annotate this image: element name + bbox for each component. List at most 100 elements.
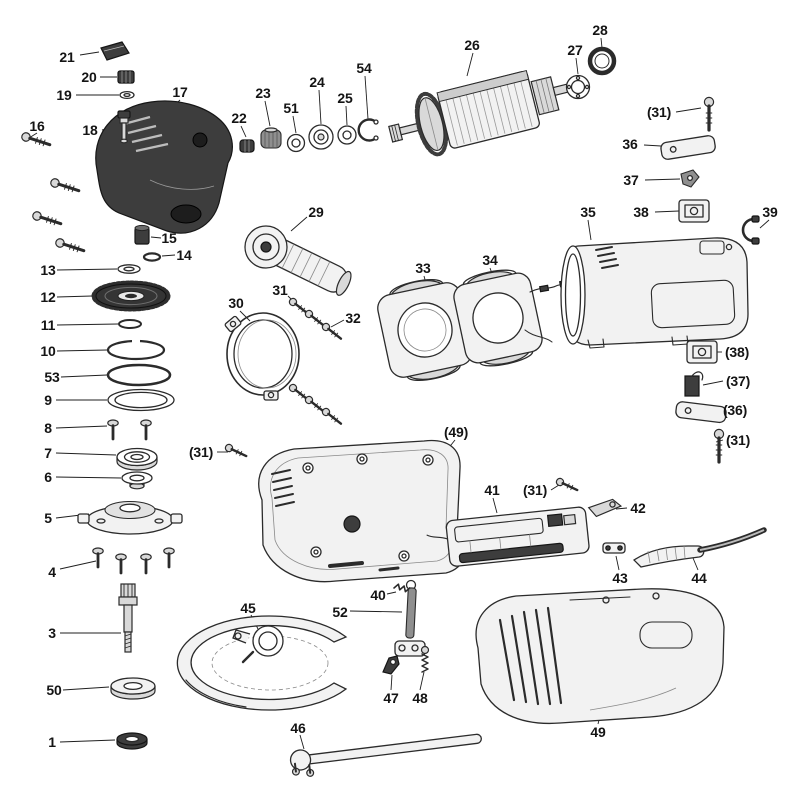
part-14-o-ring	[142, 252, 162, 262]
part-16-screws	[19, 130, 87, 257]
part-label-10: 10	[40, 343, 56, 359]
part-38b-brush-holder	[686, 340, 718, 364]
part-label-38-paren: (38)	[724, 344, 750, 360]
part-label-31-paren-bottom-right: (31)	[725, 432, 751, 448]
part-35-motor-housing	[560, 237, 749, 349]
part-label-37: 37	[623, 172, 639, 188]
part-18-spindle-lock	[117, 110, 131, 144]
part-53-o-ring	[106, 363, 172, 387]
part-26-armature	[388, 69, 581, 157]
part-label-19: 19	[56, 87, 72, 103]
part-label-35: 35	[580, 204, 596, 220]
part-label-31-paren-top-right: (31)	[646, 104, 672, 120]
part-41-switch	[426, 506, 590, 567]
part-24-bearing	[308, 124, 334, 150]
part-label-39: 39	[762, 204, 778, 220]
part-label-50: 50	[46, 682, 62, 698]
part-39-clip	[741, 215, 760, 245]
part-42-lever	[587, 498, 623, 518]
part-label-30: 30	[228, 295, 244, 311]
part-33-field-stator	[377, 279, 473, 381]
part-label-24: 24	[309, 74, 325, 90]
part-label-5: 5	[44, 510, 52, 526]
part-21-cap	[100, 41, 130, 61]
part-label-11: 11	[40, 317, 56, 333]
part-44-power-cord	[632, 527, 767, 568]
part-label-14: 14	[176, 247, 192, 263]
part-label-44: 44	[691, 570, 707, 586]
part-label-18: 18	[82, 122, 98, 138]
part-8-screws	[106, 418, 153, 441]
part-36b-cover-plate	[675, 401, 727, 424]
part-label-36: 36	[622, 136, 638, 152]
part-52-switch-linkage	[394, 579, 426, 657]
part-label-9: 9	[44, 392, 52, 408]
part-label-25: 25	[337, 90, 353, 106]
part-label-6: 6	[44, 469, 52, 485]
part-label-54: 54	[356, 60, 372, 76]
part-label-8: 8	[44, 420, 52, 436]
part-49a-housing-shell-left	[258, 439, 466, 583]
part-label-17: 17	[172, 84, 188, 100]
part-label-53: 53	[44, 369, 60, 385]
part-label-22: 22	[231, 110, 247, 126]
part-label-32: 32	[345, 310, 361, 326]
part-45-wheel-guard	[176, 615, 348, 711]
part-12-bevel-gear	[91, 280, 171, 312]
part-label-31-paren-switch: (31)	[522, 482, 548, 498]
part-46-pin-spanner	[289, 733, 482, 777]
part-51-washer	[286, 133, 306, 153]
part-label-31: 31	[272, 282, 288, 298]
part-43-cord-clamp	[602, 542, 626, 554]
part-label-26: 26	[464, 37, 480, 53]
part-36-cover-plate	[660, 135, 716, 160]
part-5-bearing-flange	[77, 501, 183, 535]
part-49-housing-shell-right	[475, 588, 725, 725]
part-label-12: 12	[40, 289, 56, 305]
part-label-21: 21	[59, 49, 75, 65]
part-48-spring-screw	[420, 645, 430, 673]
part-34-field-stator-wired	[453, 269, 573, 367]
part-1-clamping-nut	[116, 732, 148, 750]
part-label-20: 20	[81, 69, 97, 85]
part-28-sleeve-ring	[587, 46, 617, 76]
part-7-ball-bearing	[116, 447, 158, 471]
part-22-nut	[239, 139, 255, 153]
part-label-16: 16	[29, 118, 45, 134]
part-50-spacer-ring	[110, 677, 156, 700]
part-4-screws	[91, 546, 176, 575]
part-label-7: 7	[44, 445, 52, 461]
part-label-34: 34	[482, 252, 498, 268]
part-31-screw-switch	[554, 476, 580, 495]
part-label-52: 52	[332, 604, 348, 620]
part-6-flange-sleeve	[121, 471, 153, 490]
part-29-side-handle	[244, 225, 352, 296]
part-17-gear-housing	[95, 100, 233, 234]
part-label-29: 29	[308, 204, 324, 220]
part-19-washer	[119, 90, 135, 100]
part-30-bearing-plate	[224, 312, 300, 401]
part-38-brush-holder	[678, 199, 710, 223]
part-37-brush-spring-clip	[680, 169, 700, 188]
part-label-41: 41	[484, 482, 500, 498]
part-10-circlip	[106, 339, 166, 361]
part-label-33: 33	[415, 260, 431, 276]
part-31-screw-bottom-right	[712, 427, 726, 464]
part-label-36-paren: (36)	[722, 402, 748, 418]
part-27-bearing	[565, 74, 591, 100]
part-31-screw-left	[223, 442, 249, 461]
part-label-1: 1	[48, 734, 56, 750]
part-37b-carbon-brush	[684, 371, 704, 397]
part-label-46: 46	[290, 720, 306, 736]
part-label-38: 38	[633, 204, 649, 220]
part-label-43: 43	[612, 570, 628, 586]
part-label-47: 47	[383, 690, 399, 706]
part-label-15: 15	[161, 230, 177, 246]
part-label-27: 27	[567, 42, 583, 58]
part-31-32-screws	[286, 295, 345, 428]
part-label-28: 28	[592, 22, 608, 38]
part-13-washer	[117, 264, 141, 274]
part-23-collet	[260, 127, 282, 149]
